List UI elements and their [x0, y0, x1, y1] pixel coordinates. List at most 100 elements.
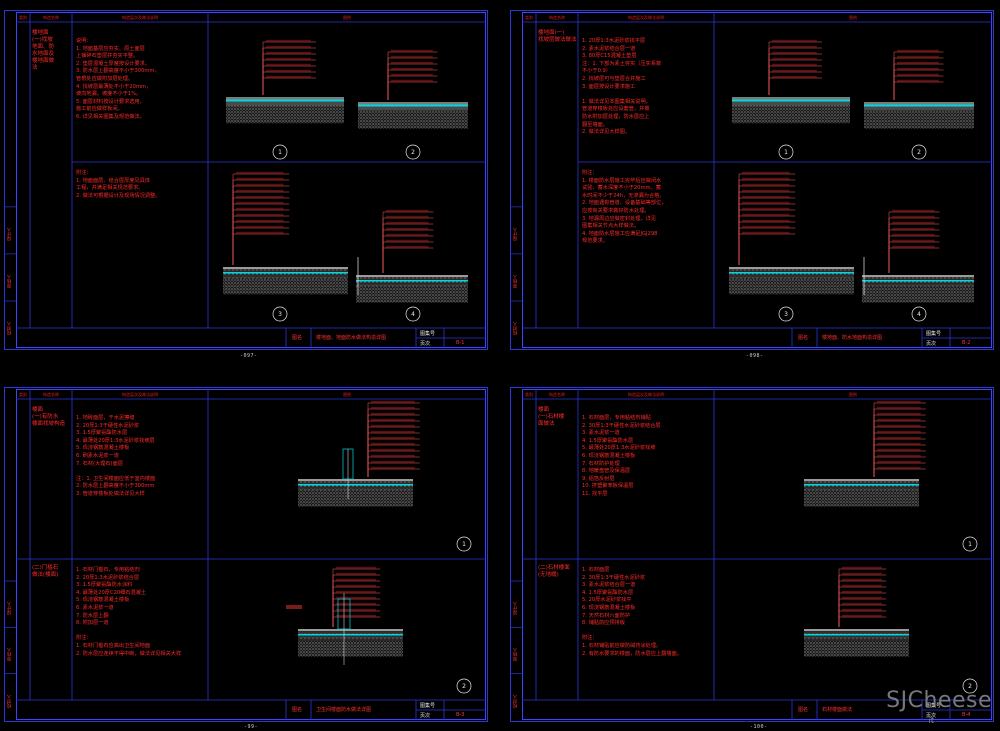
detail-2-label-mark [391, 55, 433, 58]
header-legend: 图例 [343, 15, 351, 20]
detail-b-label-mark [842, 572, 882, 575]
page-code: B-3 [456, 712, 465, 718]
callout-circle-a [456, 536, 472, 552]
side-label: 校对人 [7, 694, 12, 708]
callout-number-b: 2 [462, 683, 466, 690]
detail-b-layer [804, 635, 909, 641]
header-name: 构造名称 [43, 15, 59, 20]
atlas-code-label: 图集号 [420, 331, 436, 337]
detail-1-layer [226, 101, 344, 106]
sheet-category: 楼面 (一)石材楼 面做法 [538, 407, 565, 427]
side-label: 设计人 [513, 227, 518, 241]
detail-2-label-mark [391, 79, 433, 82]
detail-3-layer [729, 267, 854, 269]
detail-b-layer [804, 634, 909, 636]
detail-3-label-mark [742, 177, 790, 180]
detail-4-layer [356, 277, 468, 280]
side-label: 审核人 [513, 274, 518, 288]
header-legend: 图例 [849, 392, 857, 397]
header-legend: 图例 [343, 392, 351, 397]
detail-2-layer [358, 102, 468, 105]
detail-3-label-mark [236, 219, 284, 222]
side-label: 设计人 [7, 601, 12, 615]
header-name: 构造名称 [43, 392, 59, 397]
detail-a-layer [804, 485, 919, 491]
detail-3-layer [223, 269, 348, 272]
callout-number-4: 4 [411, 311, 415, 318]
detail-3-label-mark [236, 213, 284, 216]
header-category: 类别 [525, 392, 533, 397]
detail-a-layer [298, 490, 413, 507]
side-label: 审核人 [7, 647, 12, 662]
callout-number-a: 1 [462, 541, 466, 548]
drawing-name: 楼地面、地面防水做法构造详图 [316, 335, 387, 341]
side-label: 校对人 [513, 321, 518, 335]
callout-circle-2 [911, 144, 927, 160]
detail-3-layer [223, 273, 348, 279]
drawing-sheet-3 [4, 387, 488, 722]
callout-number-2: 2 [411, 149, 415, 156]
detail-4-label-mark [892, 227, 935, 230]
side-label: 设计人 [513, 601, 518, 615]
page-label: 页次 [926, 341, 937, 347]
detail-a-label-mark [371, 418, 415, 421]
callout-circle-3 [778, 306, 794, 322]
sheet-notes-bottom: 1. 石材门槛石，专用粘结剂 2. 20厚1:3水泥砂浆结合层 3. 1.5厚聚… [76, 567, 182, 657]
drawing-name: 石材楼面做法 [822, 707, 853, 713]
drawing-name: 楼地面、防水地面构造详图 [822, 335, 883, 341]
header-category: 类别 [19, 392, 27, 397]
detail-3-label-mark [742, 225, 790, 228]
detail-2-layer [864, 102, 974, 105]
detail-b-label-mark [336, 584, 376, 587]
page-code: B-1 [456, 340, 465, 346]
detail-a-layer [298, 485, 413, 491]
detail-4-label-mark [892, 239, 935, 242]
callout-circle-3 [272, 306, 288, 322]
detail-a-label-mark [877, 460, 921, 463]
detail-2-label-mark [391, 49, 433, 52]
callout-number-1: 1 [784, 149, 788, 156]
page-label: 页次 [420, 713, 431, 719]
page-number-4: -100- [750, 724, 768, 730]
detail-3-layer [729, 272, 854, 274]
side-label: 校对人 [7, 321, 12, 335]
detail-4-label-mark [892, 209, 935, 212]
page-code: B-2 [962, 340, 971, 346]
detail-a-layer [298, 479, 413, 481]
detail-3-layer [223, 278, 348, 295]
detail-b-label-mark [336, 608, 376, 611]
detail-b-label-mark [842, 584, 882, 587]
detail-b-layer [298, 629, 403, 631]
detail-3-label-mark [742, 171, 790, 174]
detail-3-label-mark [742, 195, 790, 198]
detail-3-layer [223, 272, 348, 274]
detail-4-label-mark [892, 245, 935, 248]
detail-b-layer [298, 635, 403, 641]
detail-3-label-mark [236, 177, 284, 180]
detail-b-layer [804, 640, 909, 657]
page-number-2: -098- [746, 353, 764, 359]
detail-4-layer [862, 275, 974, 277]
sheet-2-frame [522, 12, 992, 348]
page-label: 页次 [420, 341, 431, 347]
detail-1-layer [226, 105, 344, 124]
detail-3-label-mark [742, 231, 790, 234]
callout-number-b: 2 [968, 683, 972, 690]
atlas-code-label: 图集号 [926, 703, 942, 709]
detail-a-label-mark [371, 412, 415, 415]
detail-a-label-mark [371, 406, 415, 409]
detail-3-label-mark [742, 219, 790, 222]
detail-a-label-mark [877, 400, 921, 403]
header-category: 类别 [19, 15, 27, 20]
drawing-sheet-1 [4, 10, 488, 350]
detail-a-label-mark [371, 400, 415, 403]
sheet-category: 楼面 (一)有防水 楼面找坡构造 [32, 407, 66, 427]
drawing-sheet-2 [510, 10, 994, 350]
detail-2-layer [864, 104, 974, 107]
callout-circle-b [456, 678, 472, 694]
detail-4-label-mark [386, 215, 429, 218]
detail-a-label-mark [877, 466, 921, 469]
page-number-1: -097- [240, 353, 258, 359]
detail-a-label-mark [877, 448, 921, 451]
detail-a-layer [298, 484, 413, 486]
